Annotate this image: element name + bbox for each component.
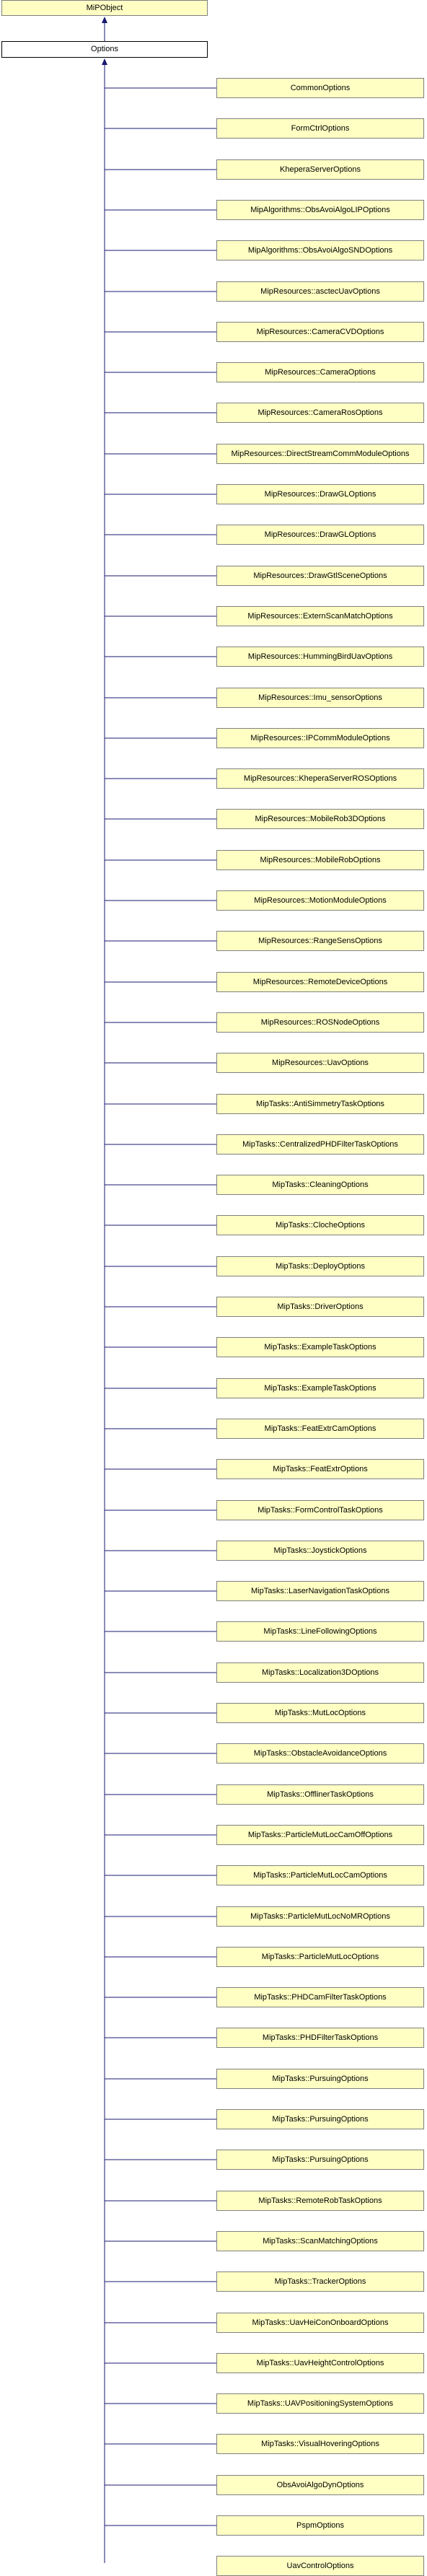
class-node[interactable]: MipResources::ROSNodeOptions: [216, 1012, 424, 1033]
class-node[interactable]: MipTasks::ParticleMutLocCamOffOptions: [216, 1825, 424, 1845]
class-node[interactable]: MipTasks::RemoteRobTaskOptions: [216, 2191, 424, 2211]
class-node[interactable]: MipResources::CameraOptions: [216, 362, 424, 382]
class-node[interactable]: MipTasks::FeatExtrOptions: [216, 1459, 424, 1479]
class-node[interactable]: MipResources::DirectStreamCommModuleOpti…: [216, 444, 424, 464]
class-node[interactable]: CommonOptions: [216, 78, 424, 98]
class-node[interactable]: MipResources::DrawGtlSceneOptions: [216, 566, 424, 586]
class-node[interactable]: MipTasks::TrackerOptions: [216, 2271, 424, 2292]
class-node[interactable]: MipResources::MobileRob3DOptions: [216, 809, 424, 829]
class-node[interactable]: MipResources::HummingBirdUavOptions: [216, 647, 424, 667]
class-node[interactable]: MipTasks::FeatExtrCamOptions: [216, 1419, 424, 1439]
class-node[interactable]: MipTasks::DriverOptions: [216, 1297, 424, 1317]
class-node-mipobject[interactable]: MiPObject: [1, 0, 208, 16]
class-node[interactable]: MipResources::CameraCVDOptions: [216, 322, 424, 342]
class-node[interactable]: MipTasks::UavHeightControlOptions: [216, 2353, 424, 2373]
class-node[interactable]: MipTasks::ScanMatchingOptions: [216, 2231, 424, 2251]
class-node[interactable]: FormCtrlOptions: [216, 118, 424, 139]
class-node[interactable]: MipTasks::MutLocOptions: [216, 1703, 424, 1723]
class-node[interactable]: MipTasks::AntiSimmetryTaskOptions: [216, 1094, 424, 1114]
class-node[interactable]: MipTasks::VisualHoveringOptions: [216, 2434, 424, 2454]
class-node[interactable]: MipResources::ExternScanMatchOptions: [216, 606, 424, 626]
class-node[interactable]: MipTasks::ParticleMutLocOptions: [216, 1947, 424, 1967]
class-node[interactable]: MipResources::RangeSensOptions: [216, 931, 424, 951]
class-node[interactable]: MipTasks::LaserNavigationTaskOptions: [216, 1581, 424, 1601]
class-node[interactable]: UavControlOptions: [216, 2556, 424, 2576]
class-node[interactable]: MipResources::DrawGLOptions: [216, 484, 424, 504]
class-node[interactable]: MipResources::asctecUavOptions: [216, 281, 424, 302]
class-node[interactable]: MipTasks::CleaningOptions: [216, 1175, 424, 1195]
class-node[interactable]: MipAlgorithms::ObsAvoiAlgoSNDOptions: [216, 240, 424, 260]
class-node[interactable]: MipTasks::ClocheOptions: [216, 1215, 424, 1235]
class-node[interactable]: MipTasks::ObstacleAvoidanceOptions: [216, 1743, 424, 1764]
class-node[interactable]: MipAlgorithms::ObsAvoiAlgoLIPOptions: [216, 200, 424, 220]
class-node[interactable]: MipResources::MobileRobOptions: [216, 850, 424, 870]
arrowhead-icon: [102, 58, 107, 65]
class-node[interactable]: MipTasks::ExampleTaskOptions: [216, 1378, 424, 1398]
class-node[interactable]: MipTasks::ParticleMutLocCamOptions: [216, 1865, 424, 1885]
class-node[interactable]: MipResources::MotionModuleOptions: [216, 890, 424, 911]
class-node[interactable]: MipResources::IPCommModuleOptions: [216, 728, 424, 748]
class-node[interactable]: MipTasks::PursuingOptions: [216, 2150, 424, 2170]
class-node[interactable]: MipResources::UavOptions: [216, 1053, 424, 1073]
class-node[interactable]: MipTasks::ParticleMutLocNoMROptions: [216, 1906, 424, 1927]
class-node[interactable]: MipTasks::JoystickOptions: [216, 1541, 424, 1561]
class-node[interactable]: MipTasks::UavHeiConOnboardOptions: [216, 2313, 424, 2333]
class-node[interactable]: MipTasks::OfflinerTaskOptions: [216, 1784, 424, 1805]
class-node-options[interactable]: Options: [1, 41, 208, 58]
class-node[interactable]: PspmOptions: [216, 2515, 424, 2536]
class-node[interactable]: MipResources::CameraRosOptions: [216, 403, 424, 423]
class-node[interactable]: MipTasks::PHDCamFilterTaskOptions: [216, 1987, 424, 2007]
class-node[interactable]: MipResources::RemoteDeviceOptions: [216, 972, 424, 992]
class-node[interactable]: MipTasks::LineFollowingOptions: [216, 1621, 424, 1642]
class-node[interactable]: MipTasks::UAVPositioningSystemOptions: [216, 2393, 424, 2414]
class-node[interactable]: MipTasks::DeployOptions: [216, 1256, 424, 1276]
class-node[interactable]: MipTasks::CentralizedPHDFilterTaskOption…: [216, 1134, 424, 1155]
class-node[interactable]: MipTasks::PHDFilterTaskOptions: [216, 2028, 424, 2048]
class-node[interactable]: MipResources::Imu_sensorOptions: [216, 688, 424, 708]
class-node[interactable]: MipResources::DrawGLOptions: [216, 525, 424, 545]
arrowhead-icon: [102, 17, 107, 23]
class-node[interactable]: MipTasks::PursuingOptions: [216, 2109, 424, 2129]
class-node[interactable]: MipResources::KheperaServerROSOptions: [216, 768, 424, 789]
class-node[interactable]: MipTasks::Localization3DOptions: [216, 1662, 424, 1683]
class-node[interactable]: KheperaServerOptions: [216, 159, 424, 180]
class-node[interactable]: MipTasks::ExampleTaskOptions: [216, 1337, 424, 1357]
class-node[interactable]: MipTasks::FormControlTaskOptions: [216, 1500, 424, 1520]
class-node[interactable]: MipTasks::PursuingOptions: [216, 2069, 424, 2089]
class-node[interactable]: ObsAvoiAlgoDynOptions: [216, 2475, 424, 2495]
